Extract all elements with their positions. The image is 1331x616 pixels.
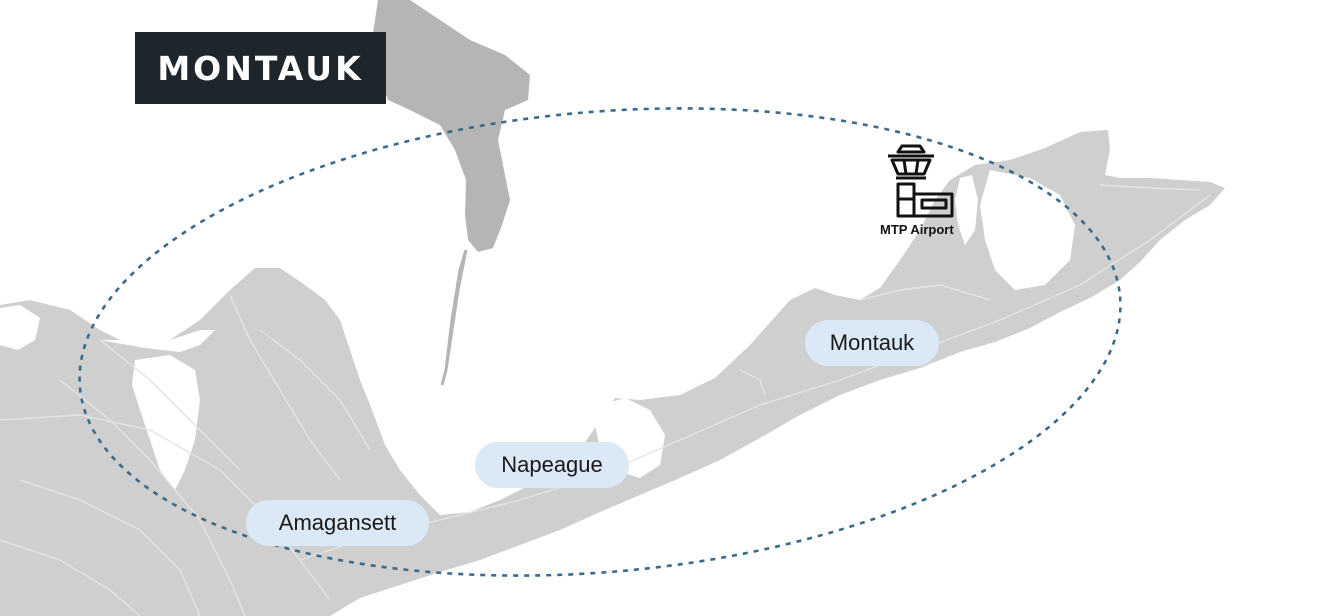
place-label-montauk[interactable]: Montauk: [805, 320, 939, 366]
northwest-creek: [100, 330, 215, 352]
boundary-ellipse: [78, 107, 1122, 577]
place-label-napeague[interactable]: Napeague: [475, 442, 629, 488]
three-mile-harbor: [0, 305, 40, 350]
control-tower-icon: [888, 144, 954, 218]
place-label-amagansett[interactable]: Amagansett: [246, 500, 429, 546]
airport-marker[interactable]: MTP Airport: [880, 144, 972, 240]
airport-label: MTP Airport: [880, 222, 954, 237]
gardiners-island: [372, 0, 530, 252]
lake-montauk-inlet: [955, 175, 978, 245]
south-fork-land: [0, 130, 1225, 616]
fort-pond: [980, 170, 1075, 290]
gardiners-island-tail: [440, 249, 468, 386]
accabonac-harbor: [132, 355, 200, 490]
road-network: [0, 184, 1211, 616]
map-title: MONTAUK: [135, 32, 386, 104]
